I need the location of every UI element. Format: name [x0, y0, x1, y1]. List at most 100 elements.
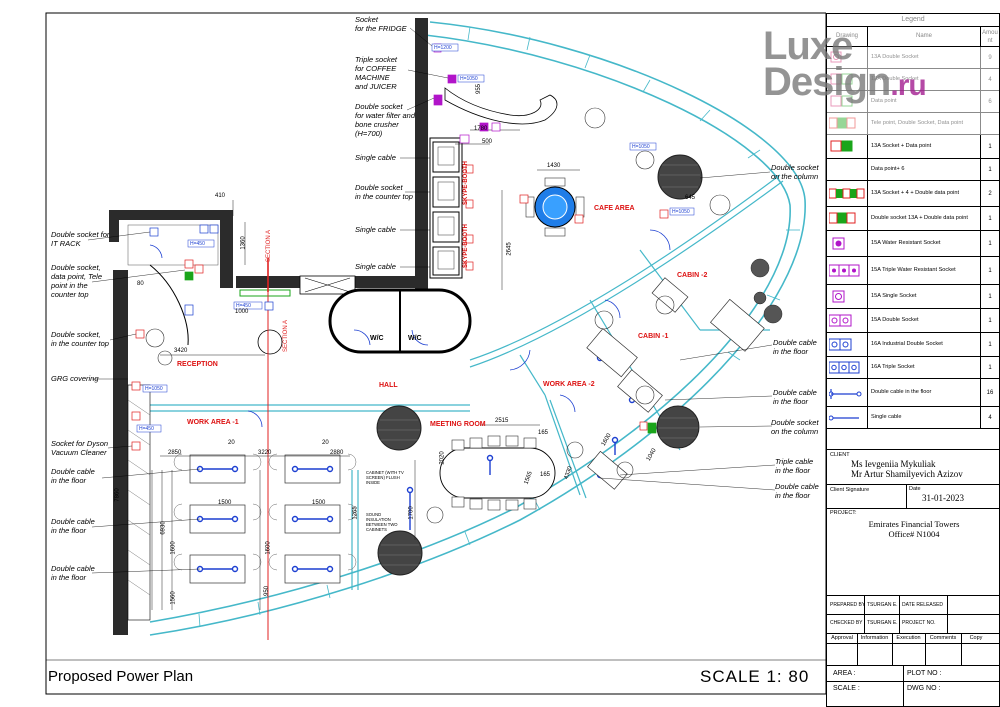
height-tag: H=1050	[672, 209, 690, 215]
dim: 2880	[330, 450, 344, 456]
dim: 2515	[495, 418, 509, 424]
project-label: PROJECT:	[830, 510, 857, 516]
dim: 1500	[312, 500, 326, 506]
legend-row: Data point+ 6 1	[827, 159, 999, 181]
legend-symbol-icon	[827, 309, 868, 332]
dim: 2020	[439, 451, 446, 465]
legend-item-amount: 4	[988, 76, 992, 83]
dim: 1600	[170, 541, 177, 555]
client-signature-label: Client Signature	[830, 487, 870, 493]
legend-item-amount: 1	[988, 166, 992, 173]
legend-symbol-icon	[827, 231, 868, 256]
dim: 1000	[235, 309, 249, 315]
legend-item-amount: 1	[988, 215, 992, 222]
legend-symbol-icon	[827, 379, 868, 406]
legend-item-amount: 1	[988, 293, 992, 300]
dim: 1600	[265, 541, 272, 555]
project-no-label: PROJECT NO.	[902, 620, 936, 626]
col-copy: Copy	[969, 635, 983, 641]
dim: 20	[322, 440, 329, 446]
legend-symbol-icon	[827, 159, 868, 180]
height-tag: H=1050	[145, 386, 163, 392]
col-execution: Execution	[896, 635, 921, 641]
room-work-area-2: WORK AREA -2	[543, 381, 595, 388]
legend-symbol-icon	[827, 135, 868, 158]
plot-no-label: PLOT NO :	[907, 670, 942, 677]
dim: 1700	[408, 506, 415, 520]
checked-by-value: TSURGAN E.	[867, 620, 898, 626]
room-hall: HALL	[379, 382, 398, 389]
legend-item-amount: 6	[988, 98, 992, 105]
legend-symbol-icon	[827, 69, 868, 90]
legend-title: Legend	[827, 14, 999, 27]
note-single-cable-1: Single cable	[355, 153, 396, 162]
legend-item-amount: 1	[988, 143, 992, 150]
client-label: CLIENT	[830, 452, 850, 458]
room-cafe: CAFE AREA	[594, 205, 635, 212]
dim: 165	[538, 430, 549, 436]
sheet-title: Proposed Power Plan	[48, 668, 194, 685]
legend-item-name: Data point	[868, 91, 981, 112]
scale-label: SCALE :	[833, 685, 860, 692]
date-label: Date	[909, 486, 921, 492]
col-approval: Approval	[831, 635, 853, 641]
legend-symbol-icon	[827, 113, 868, 134]
room-meeting: MEETING ROOM	[430, 421, 486, 428]
height-tag: H=450	[139, 426, 154, 432]
legend-item-name: 13A Socket + 4 + Double data point	[868, 181, 981, 206]
room-wc-2: W/C	[408, 335, 422, 342]
legend-item-amount: 4	[988, 414, 992, 421]
luxe-design-logo: Luxe Design.ru	[763, 24, 927, 104]
section-label-a: SECTION A	[266, 229, 272, 262]
room-work-area-1: WORK AREA -1	[187, 419, 239, 426]
dim: 20	[228, 440, 235, 446]
room-skype-booth-2: SKYPE-BOOTH	[463, 223, 469, 268]
height-tag: H=1050	[460, 76, 478, 82]
dim: 165	[540, 472, 551, 478]
approval-columns: Approval Information Execution Comments …	[827, 635, 1000, 641]
dim: 7860	[114, 488, 121, 502]
legend-symbol-icon	[827, 91, 868, 112]
legend-symbol-icon	[827, 47, 868, 68]
dim: 645	[685, 195, 696, 201]
dim: 80	[137, 281, 144, 287]
legend-symbol-icon	[827, 357, 868, 378]
height-tag: H=450	[236, 303, 251, 309]
dwg-no-label: DWG NO :	[907, 685, 941, 692]
legend-item-amount: 1	[988, 341, 992, 348]
legend-symbol-icon	[827, 181, 868, 206]
legend-item-name: 15A Water Resistant Socket	[868, 231, 981, 256]
legend-item-name: 13A Double Socket	[868, 69, 981, 90]
legend-row: Data point 6	[827, 91, 999, 113]
legend-row: 15A Water Resistant Socket 1	[827, 231, 999, 257]
note-single-cable-3: Single cable	[355, 262, 396, 271]
legend-item-amount: 2	[988, 190, 992, 197]
legend-symbol-icon	[827, 285, 868, 308]
legend-row: Tele point, Double Socket, Data point	[827, 113, 999, 135]
legend-item-amount: 1	[988, 240, 992, 247]
dim: 6930	[160, 521, 167, 535]
legend-item-amount: 16	[986, 389, 994, 396]
dim: 1360	[240, 236, 247, 250]
legend-item-name: Data point+ 6	[868, 159, 981, 180]
dim: 3220	[258, 450, 272, 456]
